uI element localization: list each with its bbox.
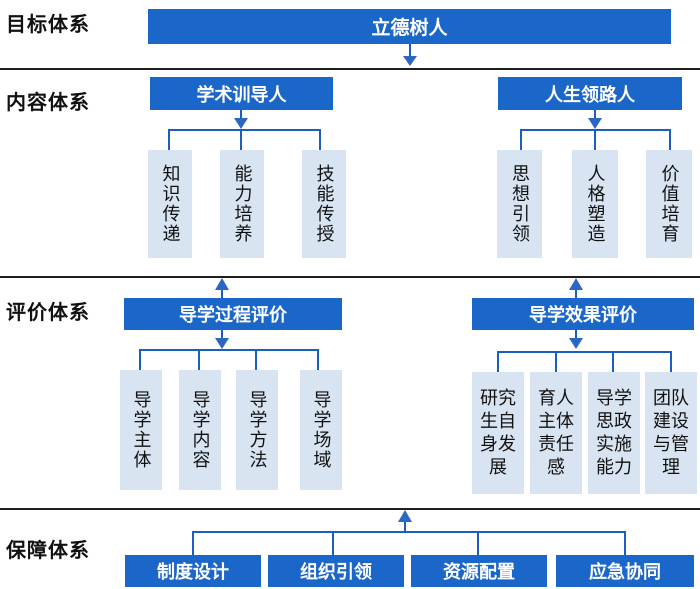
- section-label-support: 保障体系: [6, 538, 90, 562]
- evaluation-right-title: 导学效果评价: [472, 298, 694, 330]
- evaluation-left-title: 导学过程评价: [124, 298, 342, 330]
- divider-evaluation: [0, 508, 700, 510]
- support-item: 应急协同: [556, 555, 694, 587]
- content-left-item: 能力培养: [220, 150, 264, 258]
- evaluation-left-item: 导学内容: [179, 370, 221, 490]
- support-item: 制度设计: [125, 555, 261, 587]
- evaluation-right-item: 团队 建设 与管 理: [645, 372, 697, 494]
- section-label-evaluation: 评价体系: [6, 300, 90, 324]
- evaluation-left-item: 导学方法: [236, 370, 278, 490]
- content-right-item: 思想引领: [497, 150, 542, 258]
- evaluation-right-item: 育人 主体 责任 感: [530, 372, 582, 494]
- divider-goal: [0, 68, 700, 70]
- content-left-title: 学术训导人: [150, 77, 333, 110]
- section-label-goal: 目标体系: [6, 12, 90, 36]
- content-right-item: 人格塑造: [572, 150, 618, 258]
- evaluation-right-item: 研究 生自 身发 展: [472, 372, 524, 494]
- content-right-item: 价值培育: [646, 150, 692, 258]
- goal-box: 立德树人: [148, 9, 671, 44]
- support-item: 资源配置: [411, 555, 547, 587]
- support-item: 组织引领: [268, 555, 404, 587]
- content-left-item: 知识传递: [148, 150, 192, 258]
- divider-content: [0, 276, 700, 278]
- content-left-item: 技能传授: [302, 150, 346, 258]
- evaluation-left-item: 导学主体: [120, 370, 162, 490]
- evaluation-left-item: 导学场域: [300, 370, 342, 490]
- evaluation-right-item: 导学 思政 实施 能力: [588, 372, 640, 494]
- section-label-content: 内容体系: [6, 90, 90, 114]
- content-right-title: 人生领路人: [498, 77, 682, 110]
